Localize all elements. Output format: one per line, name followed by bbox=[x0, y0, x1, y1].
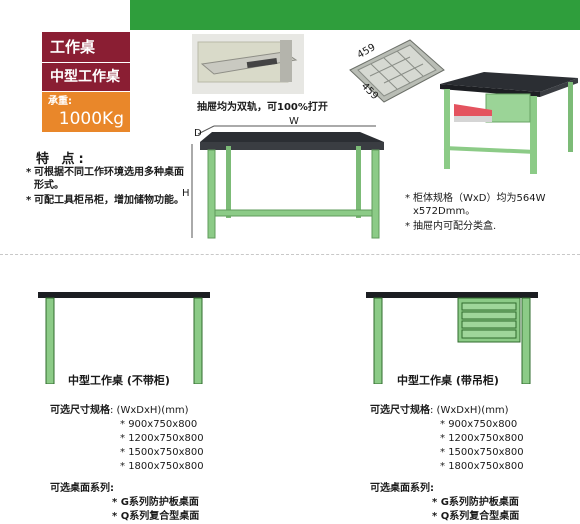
features-title: 特 点: bbox=[36, 152, 88, 167]
size-label: 可选尺寸规格 bbox=[370, 405, 430, 416]
drawer-rail-photo bbox=[192, 34, 304, 94]
spec-block-with-cabinet: 可选尺寸规格: (WxDxH)(mm) * 900x750x800 * 1200… bbox=[370, 404, 570, 524]
product-title-with-cabinet: 中型工作桌 (带吊柜) bbox=[397, 374, 499, 387]
dim-width-label: W bbox=[289, 116, 299, 127]
size-item: 1500x750x800 bbox=[128, 447, 204, 458]
cabinet-note-1: *柜体规格（WxD）均为564W x572Dmm。 bbox=[405, 193, 546, 217]
size-unit: : (WxDxH)(mm) bbox=[110, 405, 189, 416]
feature-text-1: 可根据不同工作环境选用多种桌面形式。 bbox=[34, 167, 184, 191]
cabinet-note-2: *抽屉内可配分类盒. bbox=[405, 221, 497, 232]
dim-depth-label: D bbox=[194, 128, 202, 139]
size-label: 可选尺寸规格 bbox=[50, 405, 110, 416]
top-series-label: 可选桌面系列: bbox=[50, 483, 114, 494]
feature-item-2: *可配工具柜吊柜，增加储物功能。 bbox=[26, 195, 184, 206]
load-badge: 承重: 1000Kg bbox=[42, 92, 130, 132]
size-unit: : (WxDxH)(mm) bbox=[430, 405, 509, 416]
size-item: 1200x750x800 bbox=[128, 433, 204, 444]
size-item: 900x750x800 bbox=[448, 419, 518, 430]
green-banner-strip bbox=[130, 0, 580, 30]
feature-item-1: *可根据不同工作环境选用多种桌面形式。 bbox=[26, 167, 184, 191]
top-series-item: Q系列复合型桌面 bbox=[440, 511, 520, 522]
feature-text-2: 可配工具柜吊柜，增加储物功能。 bbox=[34, 195, 184, 206]
size-item: 1800x750x800 bbox=[128, 461, 204, 472]
top-banner bbox=[0, 0, 580, 30]
product-label: 中型工作桌 bbox=[42, 63, 130, 91]
load-value: 1000Kg bbox=[58, 109, 124, 129]
spec-block-no-cabinet: 可选尺寸规格: (WxDxH)(mm) * 900x750x800 * 1200… bbox=[50, 404, 250, 524]
size-item: 1500x750x800 bbox=[448, 447, 524, 458]
cabinet-note-text-2: 抽屉内可配分类盒. bbox=[413, 221, 497, 232]
load-label: 承重: bbox=[48, 96, 72, 107]
top-series-label: 可选桌面系列: bbox=[370, 483, 434, 494]
product-title-no-cabinet: 中型工作桌 (不带柜) bbox=[68, 374, 170, 387]
category-label: 工作桌 bbox=[42, 32, 130, 62]
drawer-tray-photo bbox=[349, 39, 445, 103]
workbench-cabinet-photo bbox=[440, 72, 578, 174]
size-item: 900x750x800 bbox=[128, 419, 198, 430]
cabinet-note-text-1: 柜体规格（WxD）均为564W x572Dmm。 bbox=[413, 193, 546, 217]
top-series-item: G系列防护板桌面 bbox=[120, 497, 199, 508]
size-item: 1800x750x800 bbox=[448, 461, 524, 472]
top-series-item: G系列防护板桌面 bbox=[440, 497, 519, 508]
workbench-dimension-diagram bbox=[191, 125, 384, 239]
table-with-cabinet-illustration bbox=[366, 292, 538, 384]
dim-height-label: H bbox=[182, 188, 190, 199]
section-divider bbox=[0, 254, 580, 255]
top-series-item: Q系列复合型桌面 bbox=[120, 511, 200, 522]
drawer-caption: 抽屉均为双轨，可100%打开 bbox=[197, 102, 328, 113]
size-item: 1200x750x800 bbox=[448, 433, 524, 444]
table-no-cabinet-illustration bbox=[38, 292, 210, 384]
